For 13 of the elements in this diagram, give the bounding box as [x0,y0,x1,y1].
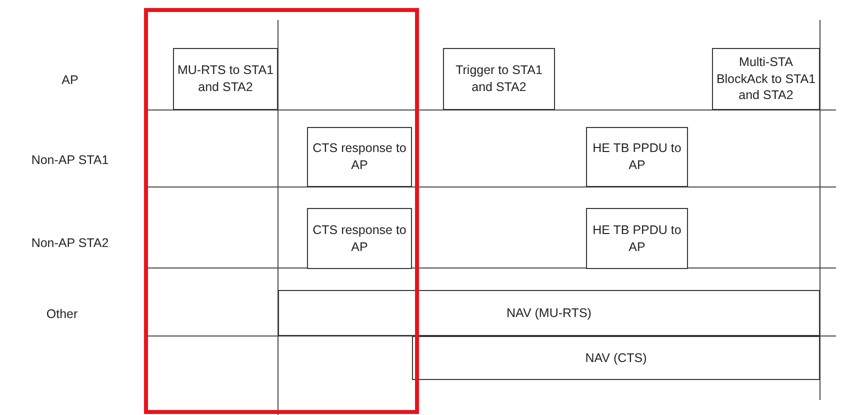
row-label: Non-AP STA1 [31,153,109,167]
frame-box: MU-RTS to STA1 and STA2 [173,48,278,110]
frame-box: HE TB PPDU to AP [586,208,688,269]
row-label: AP [62,73,78,87]
nav-bar: NAV (MU-RTS) [278,290,820,336]
frame-box: HE TB PPDU to AP [586,127,688,187]
frame-box: CTS response to AP [307,127,412,187]
row-label: Other [46,307,78,321]
frame-box: CTS response to AP [307,208,412,269]
frame-box: Trigger to STA1 and STA2 [443,48,555,110]
row-label: Non-AP STA2 [31,236,109,250]
frame-box: Multi-STA BlockAck to STA1 and STA2 [712,48,820,110]
nav-bar: NAV (CTS) [412,336,820,380]
